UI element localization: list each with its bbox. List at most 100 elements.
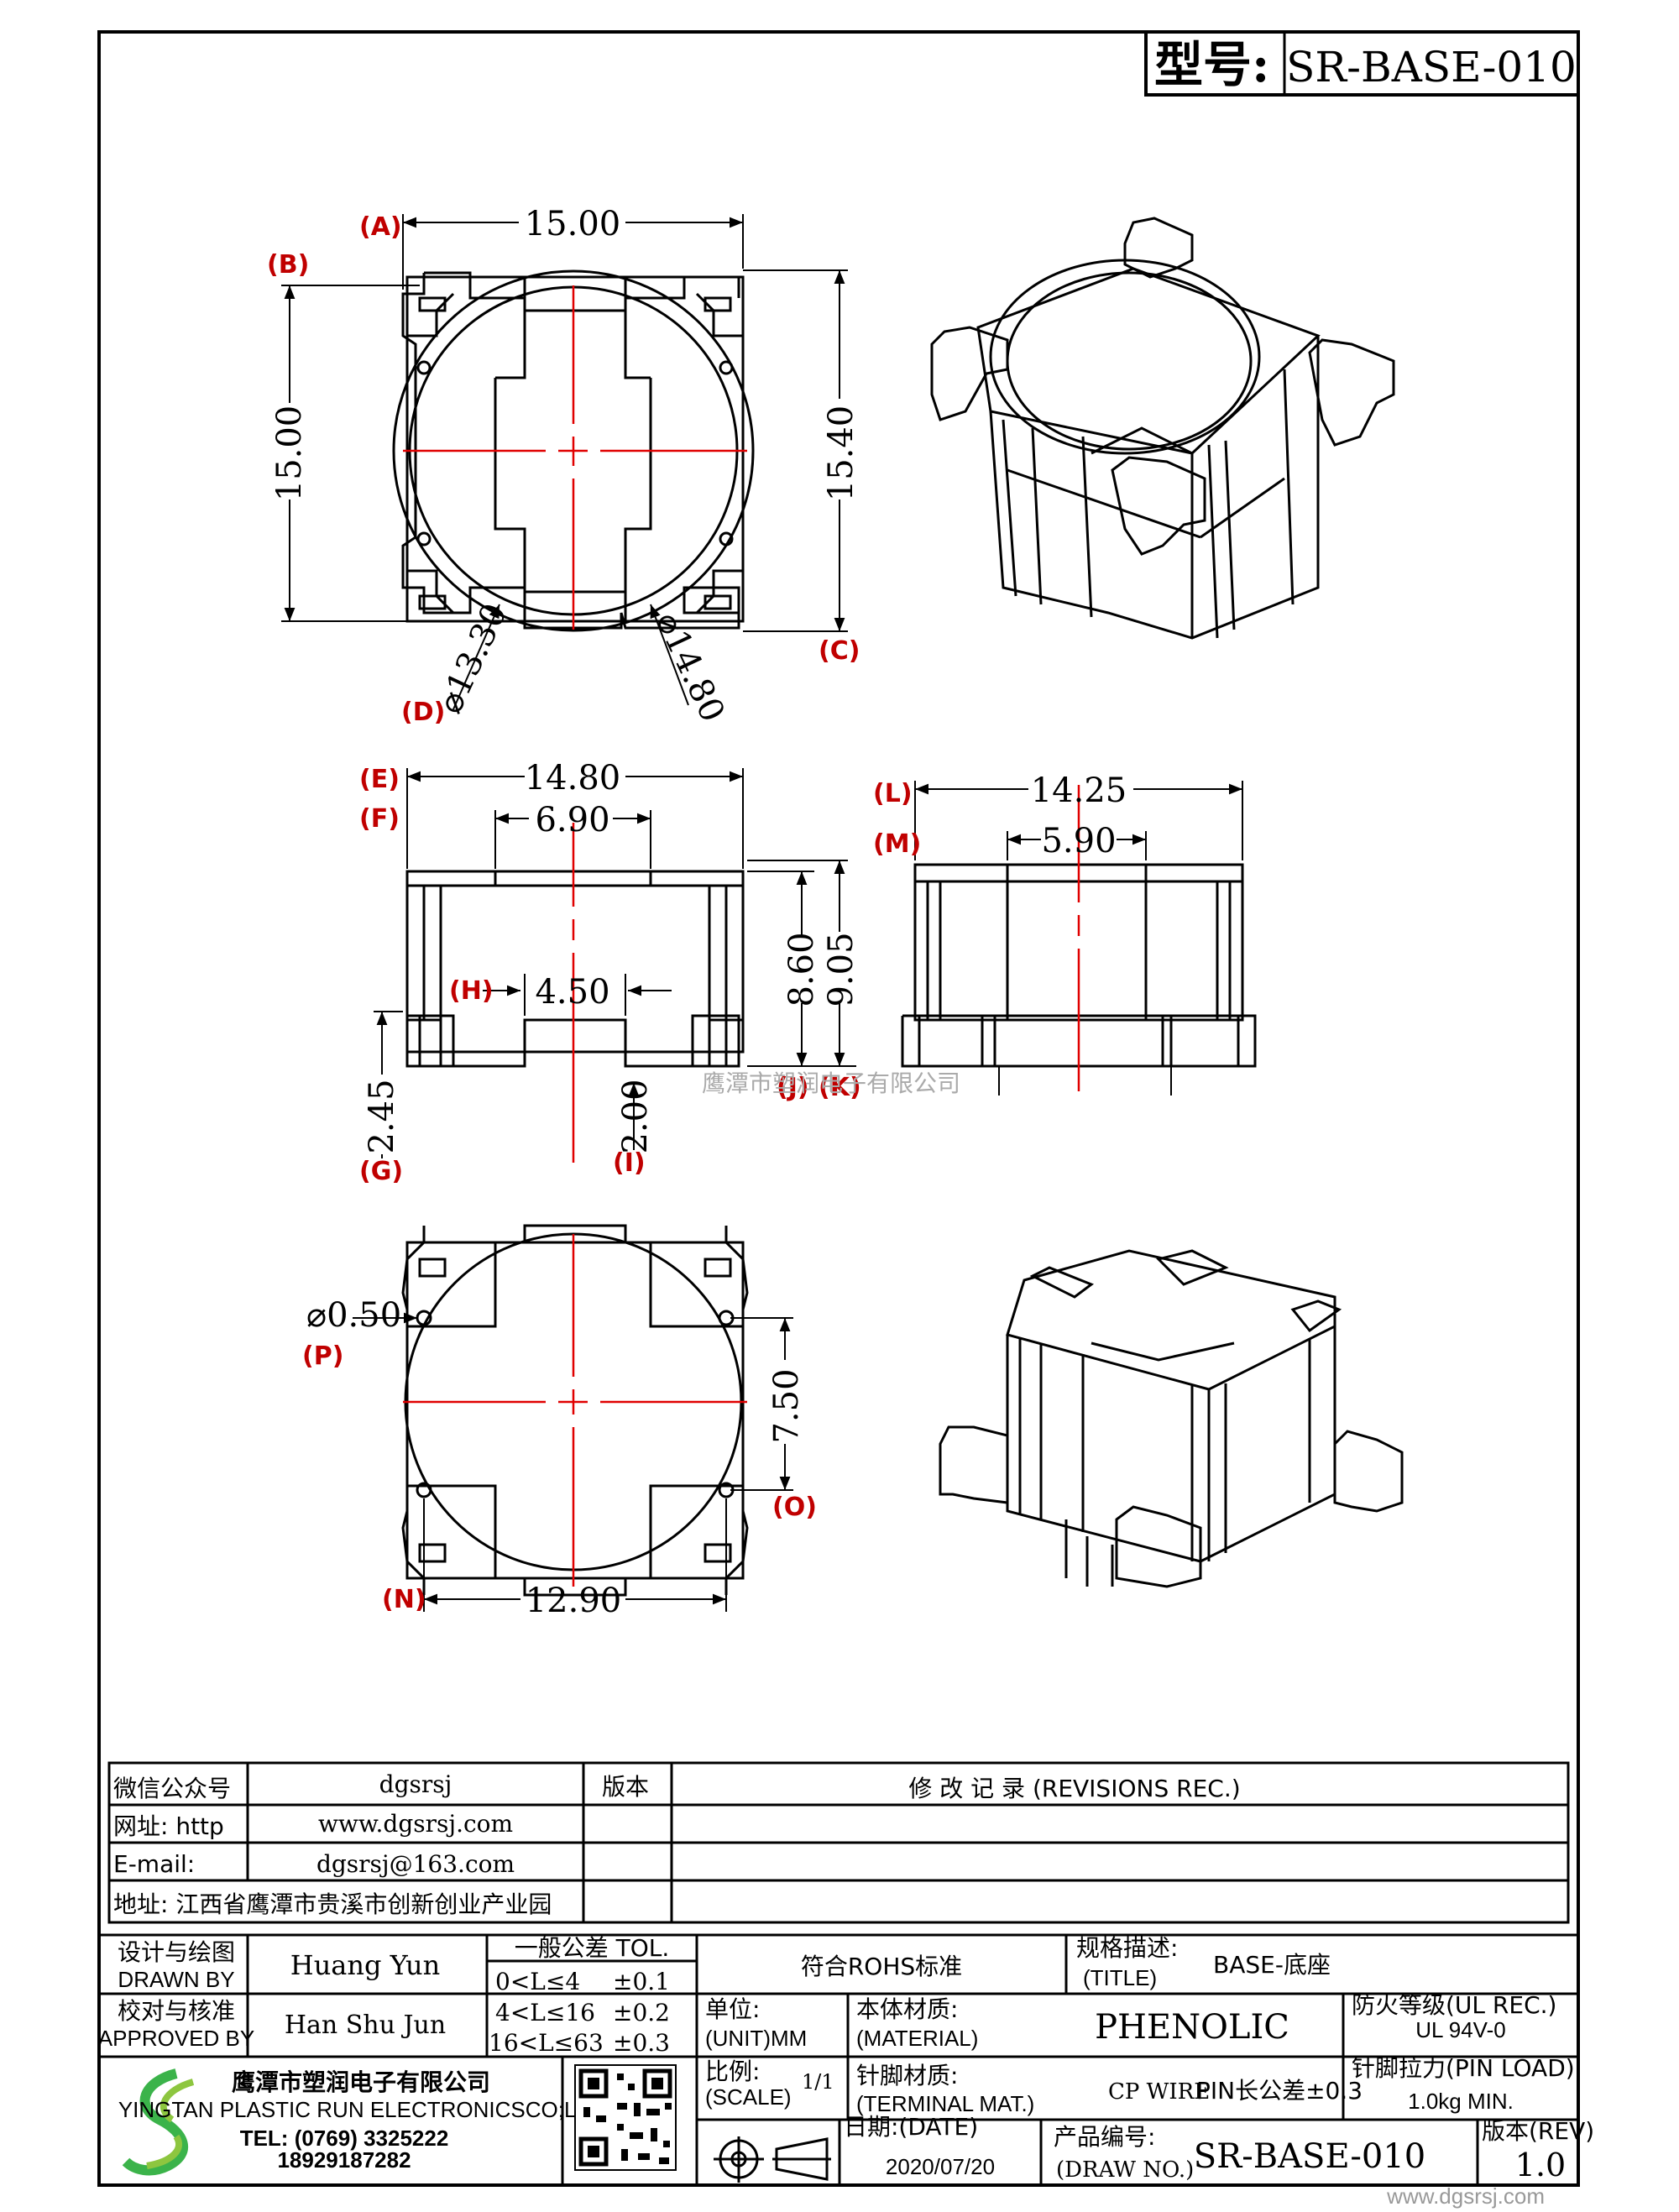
tol-row-1-range: 0<L≤4 (495, 1968, 580, 1995)
dim-l-value: 14.25 (1031, 771, 1127, 810)
label-d: (D) (401, 698, 445, 727)
label-i: (I) (613, 1148, 646, 1178)
title-en: (TITLE) (1083, 1965, 1157, 1990)
dim-e-value: 14.80 (525, 759, 621, 797)
check-en: APPROVED BY (98, 2026, 254, 2051)
dim-m-value: 5.90 (1041, 822, 1116, 860)
label-b: (B) (267, 250, 309, 280)
front-view-dimensions (374, 768, 856, 1158)
iso-view-top (930, 217, 1395, 640)
company-name-cn: 鹰潭市塑润电子有限公司 (232, 2068, 490, 2096)
company-tel: TEL: (0769) 3325222 (240, 2126, 449, 2151)
unit-en: (UNIT)MM (705, 2026, 807, 2051)
dim-k-value: 9.05 (822, 932, 860, 1007)
address-text: 地址: 江西省鹰潭市贵溪市创新创业产业园 (113, 1890, 552, 1918)
model-label: 型号: (1154, 36, 1269, 93)
design-en: DRAWN BY (118, 1967, 234, 1992)
terminal-value: CP WIRE (1108, 2079, 1210, 2105)
dim-f-value: 6.90 (535, 801, 609, 839)
web-label: 网址: http (113, 1812, 224, 1840)
dim-d2-value: ⌀14.80 (648, 606, 732, 728)
label-n: (N) (382, 1585, 426, 1614)
model-value: SR-BASE-010 (1286, 43, 1577, 92)
rev-cn: 版本(REV) (1482, 2117, 1594, 2145)
wechat-label: 微信公众号 (113, 1775, 231, 1802)
version-label: 版本 (602, 1773, 649, 1801)
projection-symbol-icon (714, 2136, 831, 2183)
bottom-view-dimensions (353, 1312, 793, 1612)
terminal-en: (TERMINAL MAT.) (856, 2091, 1034, 2116)
watermark: 鹰潭市塑润电子有限公司 (702, 1069, 960, 1097)
dim-i-value: 2.00 (616, 1079, 655, 1153)
design-cn: 设计与绘图 (118, 1938, 235, 1966)
bottom-view (401, 1224, 749, 1597)
label-f: (F) (359, 804, 400, 834)
top-view-centerlines (403, 285, 747, 630)
company-mobile: 18929187282 (277, 2147, 411, 2173)
label-e: (E) (359, 765, 400, 794)
dim-b-value: 15.00 (270, 405, 309, 502)
pin-load-cn: 针脚拉力(PIN LOAD) (1352, 2054, 1575, 2082)
designer-name: Huang Yun (290, 1949, 440, 1981)
pin-load-value: 1.0kg MIN. (1408, 2089, 1514, 2114)
dim-p-value: ⌀0.50 (306, 1296, 401, 1335)
label-m: (M) (873, 829, 921, 859)
label-l: (L) (873, 779, 913, 808)
title-cn: 规格描述: (1076, 1934, 1178, 1962)
dim-c-value: 15.40 (822, 405, 860, 502)
label-a: (A) (359, 212, 402, 242)
rohs-text: 符合ROHS标准 (801, 1953, 962, 1980)
rev-value: 1.0 (1515, 2147, 1566, 2183)
drawno-en: (DRAW NO.) (1056, 2157, 1194, 2183)
material-value: PHENOLIC (1095, 2008, 1289, 2047)
label-p: (P) (302, 1341, 343, 1371)
dim-g-value: 2.45 (363, 1079, 401, 1153)
title-value: BASE-底座 (1213, 1951, 1331, 1979)
info-table (107, 1761, 1570, 1924)
tol-row-3-tol: ±0.3 (613, 2029, 670, 2057)
drawno-cn: 产品编号: (1054, 2123, 1155, 2151)
date-cn: 日期:(DATE) (844, 2113, 978, 2141)
dim-o-value: 7.50 (767, 1368, 806, 1443)
scale-value: 1/1 (802, 2070, 834, 2094)
tol-row-2-tol: ±0.2 (613, 1999, 670, 2026)
dim-n-value: 12.90 (526, 1582, 622, 1620)
web-value: www.dgsrsj.com (318, 1810, 513, 1838)
checker-name: Han Shu Jun (285, 2011, 446, 2040)
company-name-en: YINGTAN PLASTIC RUN ELECTRONICSCO;LTD (118, 2097, 604, 2122)
email-label: E-mail: (113, 1850, 195, 1878)
unit-cn: 单位: (705, 1995, 760, 2023)
email-value: dgsrsj@163.com (316, 1850, 515, 1878)
tol-row-1-tol: ±0.1 (613, 1968, 670, 1995)
tol-title: 一般公差 TOL. (515, 1934, 670, 1962)
front-view (405, 870, 745, 1068)
scale-en: (SCALE) (705, 2084, 792, 2110)
label-c: (C) (819, 636, 860, 666)
label-o: (O) (772, 1493, 817, 1522)
fire-value: UL 94V-0 (1415, 2017, 1505, 2042)
tol-row-3-range: 16<L≤63 (489, 2029, 604, 2057)
label-k: (K) (819, 1073, 861, 1102)
terminal-cn: 针脚材质: (856, 2062, 958, 2089)
side-view-dimensions (914, 781, 1243, 1096)
label-h: (H) (449, 976, 494, 1006)
title-block (97, 1933, 1580, 2187)
fire-cn: 防火等级(UL REC.) (1352, 1991, 1556, 2019)
qr-code-icon (574, 2064, 677, 2171)
bottom-view-centerlines (403, 1234, 747, 1587)
material-en: (MATERIAL) (856, 2026, 978, 2051)
iso-view-bottom (939, 1249, 1404, 1588)
label-g: (G) (359, 1157, 403, 1186)
top-view-dimensions (281, 214, 848, 710)
revisions-label: 修 改 记 录 (REVISIONS REC.) (908, 1775, 1240, 1802)
wechat-value: dgsrsj (379, 1770, 452, 1798)
date-value: 2020/07/20 (886, 2154, 995, 2179)
company-logo-icon (122, 2068, 195, 2176)
dim-h-value: 4.50 (535, 973, 609, 1012)
site-mark: www.dgsrsj.com (1386, 2183, 1545, 2209)
check-cn: 校对与核准 (118, 1997, 235, 2025)
dim-j-value: 8.60 (782, 932, 821, 1007)
label-j: (J) (777, 1073, 809, 1102)
material-cn: 本体材质: (856, 1995, 958, 2023)
